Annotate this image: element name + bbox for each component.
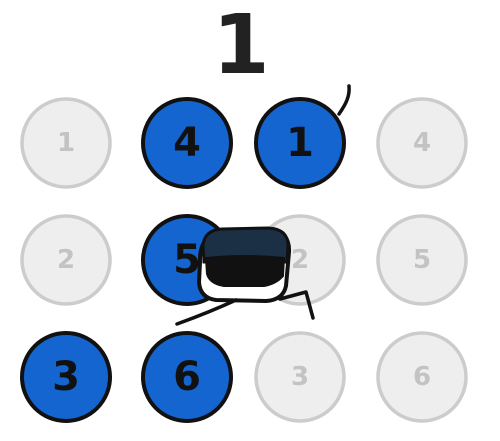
active-circle[interactable] <box>20 331 112 423</box>
active-circle[interactable] <box>254 97 346 189</box>
inactive-circle[interactable] <box>376 214 468 306</box>
right-column-2-circle-4[interactable] <box>376 97 468 189</box>
left-column-1-circle-3[interactable] <box>20 331 112 423</box>
character-mask-band <box>204 255 286 287</box>
score-counter: 1 <box>212 0 269 93</box>
inactive-circle[interactable] <box>20 97 112 189</box>
active-circle[interactable] <box>141 97 233 189</box>
inactive-circle[interactable] <box>20 214 112 306</box>
left-column-1-circle-1[interactable] <box>20 97 112 189</box>
right-column-1-circle-3[interactable] <box>254 331 346 423</box>
inactive-circle[interactable] <box>376 331 468 423</box>
right-column-2-circle-6[interactable] <box>376 331 468 423</box>
antenna-line <box>337 84 351 116</box>
character-cap <box>201 226 290 264</box>
inactive-circle[interactable] <box>254 331 346 423</box>
left-column-2-circle-4[interactable] <box>141 97 233 189</box>
left-column-2-circle-6[interactable] <box>141 331 233 423</box>
right-column-2-circle-5[interactable] <box>376 214 468 306</box>
right-column-1-circle-1[interactable] <box>254 97 346 189</box>
character-arm-right <box>278 290 315 320</box>
inactive-circle[interactable] <box>376 97 468 189</box>
left-column-1-circle-2[interactable] <box>20 214 112 306</box>
character-arm-left <box>175 298 238 326</box>
active-circle[interactable] <box>141 331 233 423</box>
masked-character-icon[interactable] <box>175 226 315 326</box>
